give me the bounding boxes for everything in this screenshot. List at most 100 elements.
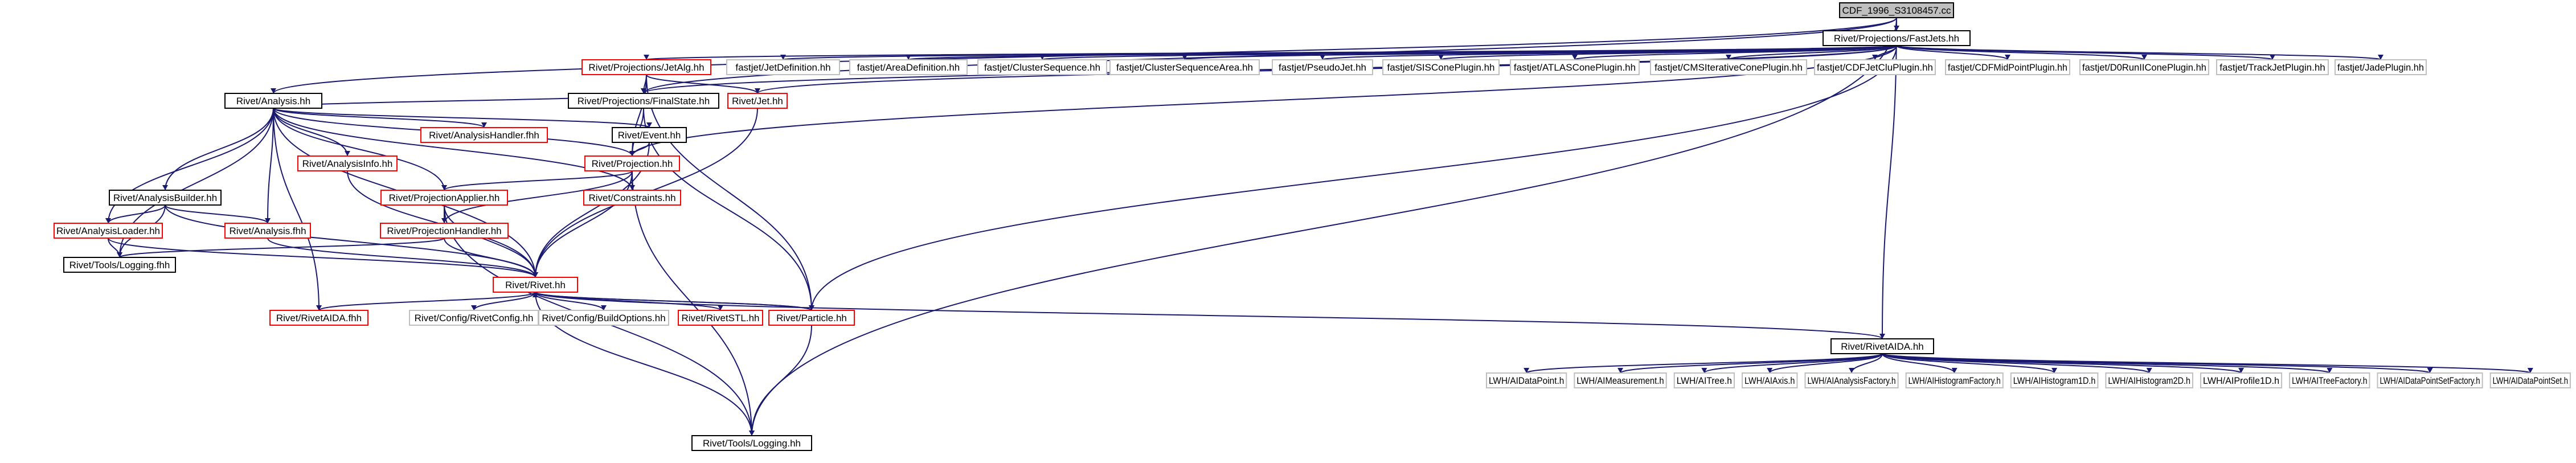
node-label: Rivet/Particle.hh xyxy=(776,313,847,323)
node-lwh-aianalysisfactory-h: LWH/AIAnalysisFactory.h xyxy=(1804,372,1899,388)
node-fastjet-trackjetplugin-hh: fastjet/TrackJetPlugin.hh xyxy=(2216,59,2329,75)
arrowhead-jetalg-to-jet xyxy=(755,88,760,93)
node-rivet-projectionhandler-hh[interactable]: Rivet/ProjectionHandler.hh xyxy=(380,223,509,239)
arrowhead-aida-to-rivet xyxy=(533,292,538,297)
arrowhead-analysisbuilder-to-analysisloader xyxy=(105,218,111,223)
node-fastjet-d0runiiconeplugin-hh: fastjet/D0RunIIConePlugin.hh xyxy=(2079,59,2209,75)
node-rivet-projections-finalstate-hh[interactable]: Rivet/Projections/FinalState.hh xyxy=(568,93,719,109)
node-label: Rivet/ProjectionApplier.hh xyxy=(389,192,500,203)
node-rivet-analysisbuilder-hh[interactable]: Rivet/AnalysisBuilder.hh xyxy=(109,190,222,206)
arrowhead-aida-to-histfactory xyxy=(1951,368,1957,373)
edge-rivet-to-rivetconfig xyxy=(473,292,536,311)
node-box xyxy=(849,59,968,75)
edge-particle-to-toolslogging_bottom xyxy=(751,325,812,436)
node-label: LWH/AIHistogram2D.h xyxy=(2108,375,2190,386)
edge-aida-to-rivet xyxy=(535,292,1883,339)
node-label: Rivet/Config/RivetConfig.hh xyxy=(415,313,534,323)
node-box xyxy=(1814,59,1936,75)
node-label: LWH/AITree.h xyxy=(1677,375,1732,386)
node-cdf-1996-s3108457-cc[interactable]: CDF_1996_S3108457.cc xyxy=(1839,2,1954,18)
node-label: Rivet/RivetAIDA.hh xyxy=(1841,341,1924,352)
node-box xyxy=(2377,372,2483,388)
node-box xyxy=(977,59,1107,75)
edge-aida-to-aiaxis xyxy=(1769,353,1883,374)
node-rivet-rivetaida-hh[interactable]: Rivet/RivetAIDA.hh xyxy=(1830,338,1934,354)
node-label: CDF_1996_S3108457.cc xyxy=(1842,5,1951,16)
node-label: Rivet/Projections/JetAlg.hh xyxy=(588,62,704,73)
edge-analysisloader-to-toolslogging_fhh xyxy=(108,237,120,258)
node-box xyxy=(768,310,855,326)
node-box xyxy=(1830,338,1934,354)
edge-fastjets-to-atlascone xyxy=(1574,45,1897,60)
node-rivet-rivetstl-hh[interactable]: Rivet/RivetSTL.hh xyxy=(678,310,763,326)
arrowhead-rivet-to-rivetconfig xyxy=(471,305,477,310)
node-box xyxy=(538,310,669,326)
arrowhead-root-to-aida xyxy=(1879,334,1885,339)
node-rivet-event-hh[interactable]: Rivet/Event.hh xyxy=(612,127,687,143)
edge-projhandler-to-toolslogging_fhh xyxy=(119,237,445,258)
node-box xyxy=(583,190,681,206)
node-rivet-rivet-hh[interactable]: Rivet/Rivet.hh xyxy=(493,277,578,293)
arrowhead-analysis-to-event xyxy=(646,122,652,128)
node-rivet-analysishandler-fhh[interactable]: Rivet/AnalysisHandler.fhh xyxy=(420,127,548,143)
node-label: Rivet/RivetSTL.hh xyxy=(682,313,760,323)
node-lwh-aidatapointsetfactory-h: LWH/AIDataPointSetFactory.h xyxy=(2377,372,2483,388)
node-box xyxy=(297,155,398,171)
node-rivet-jet-hh[interactable]: Rivet/Jet.hh xyxy=(727,93,788,109)
edge-fastjets-to-cdfmidpoint xyxy=(1896,45,2008,60)
node-rivet-tools-logging-fhh[interactable]: Rivet/Tools/Logging.fhh xyxy=(63,257,176,273)
node-box xyxy=(420,127,548,143)
arrowhead-aida-to-dpsfactory xyxy=(2427,368,2433,373)
node-box xyxy=(54,223,163,239)
edge-jetalg-to-projection xyxy=(632,74,647,157)
node-label: LWH/AIProfile1D.h xyxy=(2203,375,2279,386)
arrowhead-fastjets-to-cmsiter xyxy=(1726,55,1731,60)
node-label: Rivet/Constraints.hh xyxy=(588,192,675,203)
node-box xyxy=(2200,372,2283,388)
node-rivet-analysis-hh[interactable]: Rivet/Analysis.hh xyxy=(224,93,322,109)
node-label: Rivet/Rivet.hh xyxy=(505,280,566,290)
node-rivet-projections-jetalg-hh[interactable]: Rivet/Projections/JetAlg.hh xyxy=(581,59,711,75)
node-fastjet-jetdefinition-hh: fastjet/JetDefinition.hh xyxy=(726,59,840,75)
node-box xyxy=(1945,59,2070,75)
node-rivet-rivetaida-fhh[interactable]: Rivet/RivetAIDA.fhh xyxy=(269,310,368,326)
node-box xyxy=(2105,372,2194,388)
node-rivet-particle-hh[interactable]: Rivet/Particle.hh xyxy=(768,310,855,326)
node-label: fastjet/CMSIterativeConePlugin.hh xyxy=(1654,62,1803,73)
edge-projapplier-to-rivet xyxy=(444,204,536,278)
node-lwh-aimeasurement-h: LWH/AIMeasurement.h xyxy=(1574,372,1667,388)
node-rivet-projectionapplier-hh[interactable]: Rivet/ProjectionApplier.hh xyxy=(380,190,508,206)
node-rivet-analysis-fhh[interactable]: Rivet/Analysis.fhh xyxy=(224,223,311,239)
node-lwh-aitreefactory-h: LWH/AITreeFactory.h xyxy=(2289,372,2370,388)
node-rivet-tools-logging-hh[interactable]: Rivet/Tools/Logging.hh xyxy=(691,435,812,451)
node-rivet-constraints-hh[interactable]: Rivet/Constraints.hh xyxy=(583,190,681,206)
node-rivet-projection-hh[interactable]: Rivet/Projection.hh xyxy=(584,155,680,171)
node-box xyxy=(1109,59,1260,75)
node-lwh-aiprofile1d-h: LWH/AIProfile1D.h xyxy=(2200,372,2283,388)
node-box xyxy=(109,190,222,206)
node-box xyxy=(2010,372,2099,388)
node-box xyxy=(1804,372,1899,388)
node-label: LWH/AIDataPointSet.h xyxy=(2493,375,2568,386)
node-fastjet-cdfmidpointplugin-hh: fastjet/CDFMidPointPlugin.hh xyxy=(1945,59,2070,75)
edge-fastjets-to-cmsiter xyxy=(1728,45,1897,60)
node-box xyxy=(1742,372,1798,388)
node-rivet-analysisinfo-hh[interactable]: Rivet/AnalysisInfo.hh xyxy=(297,155,398,171)
node-rivet-analysisloader-hh[interactable]: Rivet/AnalysisLoader.hh xyxy=(54,223,163,239)
node-label: LWH/AIAnalysisFactory.h xyxy=(1807,375,1895,386)
arrowhead-aida-to-aitree xyxy=(1701,368,1707,373)
edge-aida-to-aitree xyxy=(1703,353,1883,374)
node-label: LWH/AIHistogram1D.h xyxy=(2013,375,2096,386)
node-rivet-config-rivetconfig-hh: Rivet/Config/RivetConfig.hh xyxy=(409,310,539,326)
node-fastjet-areadefinition-hh: fastjet/AreaDefinition.hh xyxy=(849,59,968,75)
node-label: Rivet/ProjectionHandler.hh xyxy=(387,226,501,236)
node-box xyxy=(584,155,680,171)
edge-rivet-to-rivetaidafhh xyxy=(318,292,536,311)
arrowhead-aida-to-profile1d xyxy=(2238,368,2245,373)
node-box xyxy=(1673,372,1735,388)
node-rivet-projections-fastjets-hh[interactable]: Rivet/Projections/FastJets.hh xyxy=(1823,30,1971,46)
node-box xyxy=(568,93,719,109)
edge-analysisloader-to-rivet xyxy=(108,237,536,278)
edge-projection-to-projapplier xyxy=(444,170,633,191)
